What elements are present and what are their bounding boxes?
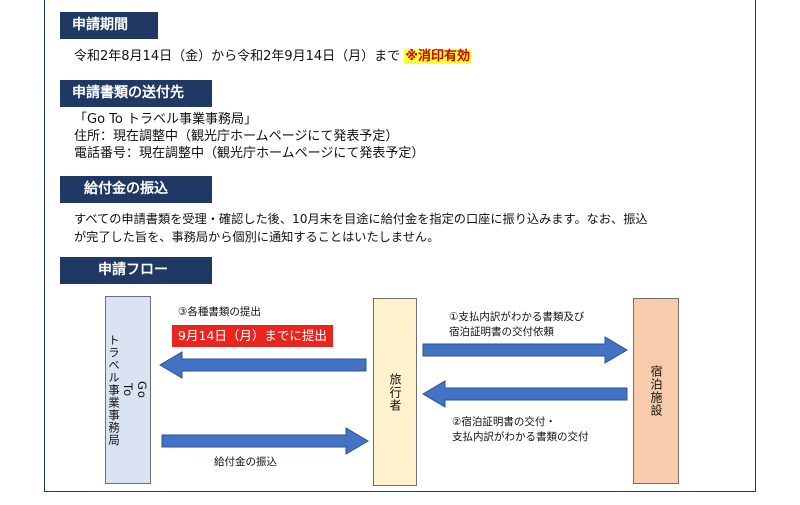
document-frame — [44, 0, 756, 492]
destination-office-name: 「Go To トラベル事業事務局」 — [74, 112, 257, 127]
section-heading-destination: 申請書類の送付先 — [60, 80, 212, 107]
traveler-box: 旅行者 — [373, 298, 417, 486]
destination-address: 住所：現在調整中（観光庁ホームページにて発表予定） — [74, 129, 399, 144]
accommodation-facility-label: 宿泊施設 — [649, 365, 663, 417]
submit-documents-label: ③各種書類の提出 — [178, 306, 261, 318]
section-heading-flow: 申請フロー — [60, 257, 212, 284]
period-text-line: 令和2年8月14日（金）から令和2年9月14日（月）まで ※消印有効 — [74, 48, 471, 65]
section-heading-period: 申請期間 — [60, 12, 158, 39]
request-label-line-1: ①支払内訳がわかる書類及び — [449, 311, 585, 323]
accommodation-facility-box: 宿泊施設 — [633, 298, 679, 484]
period-text: 令和2年8月14日（金）から令和2年9月14日（月）まで — [74, 49, 401, 64]
arrow-payment-to-traveler — [161, 427, 369, 455]
arrow-issue-to-traveler — [422, 380, 628, 408]
request-label-line-2: 宿泊証明書の交付依頼 — [449, 326, 554, 338]
deadline-badge: 9月14日（月）までに提出 — [172, 325, 333, 347]
goto-travel-office-box: Go To トラベル事業事務局 — [105, 296, 151, 484]
postmark-valid-note: ※消印有効 — [404, 49, 471, 64]
arrow-submit-to-office — [159, 351, 367, 379]
arrow-request-to-facility — [422, 336, 628, 364]
transfer-text-line-1: すべての申請書類を受理・確認した後、10月末を目途に給付金を指定の口座に振り込み… — [74, 212, 648, 226]
traveler-label: 旅行者 — [388, 372, 402, 412]
payment-label: 給付金の振込 — [214, 456, 277, 468]
issue-label-line-2: 支払内訳がわかる書類の交付 — [452, 431, 589, 443]
destination-phone: 電話番号：現在調整中（観光庁ホームページにて発表予定） — [74, 146, 425, 161]
transfer-text-line-2: が完了した旨を、事務局から個別に通知することはいたしません。 — [74, 230, 440, 244]
issue-label-line-1: ②宿泊証明書の交付・ — [452, 416, 556, 428]
section-heading-transfer: 給付金の振込 — [60, 176, 212, 203]
goto-travel-office-label: Go To トラベル事業事務局 — [107, 333, 149, 447]
